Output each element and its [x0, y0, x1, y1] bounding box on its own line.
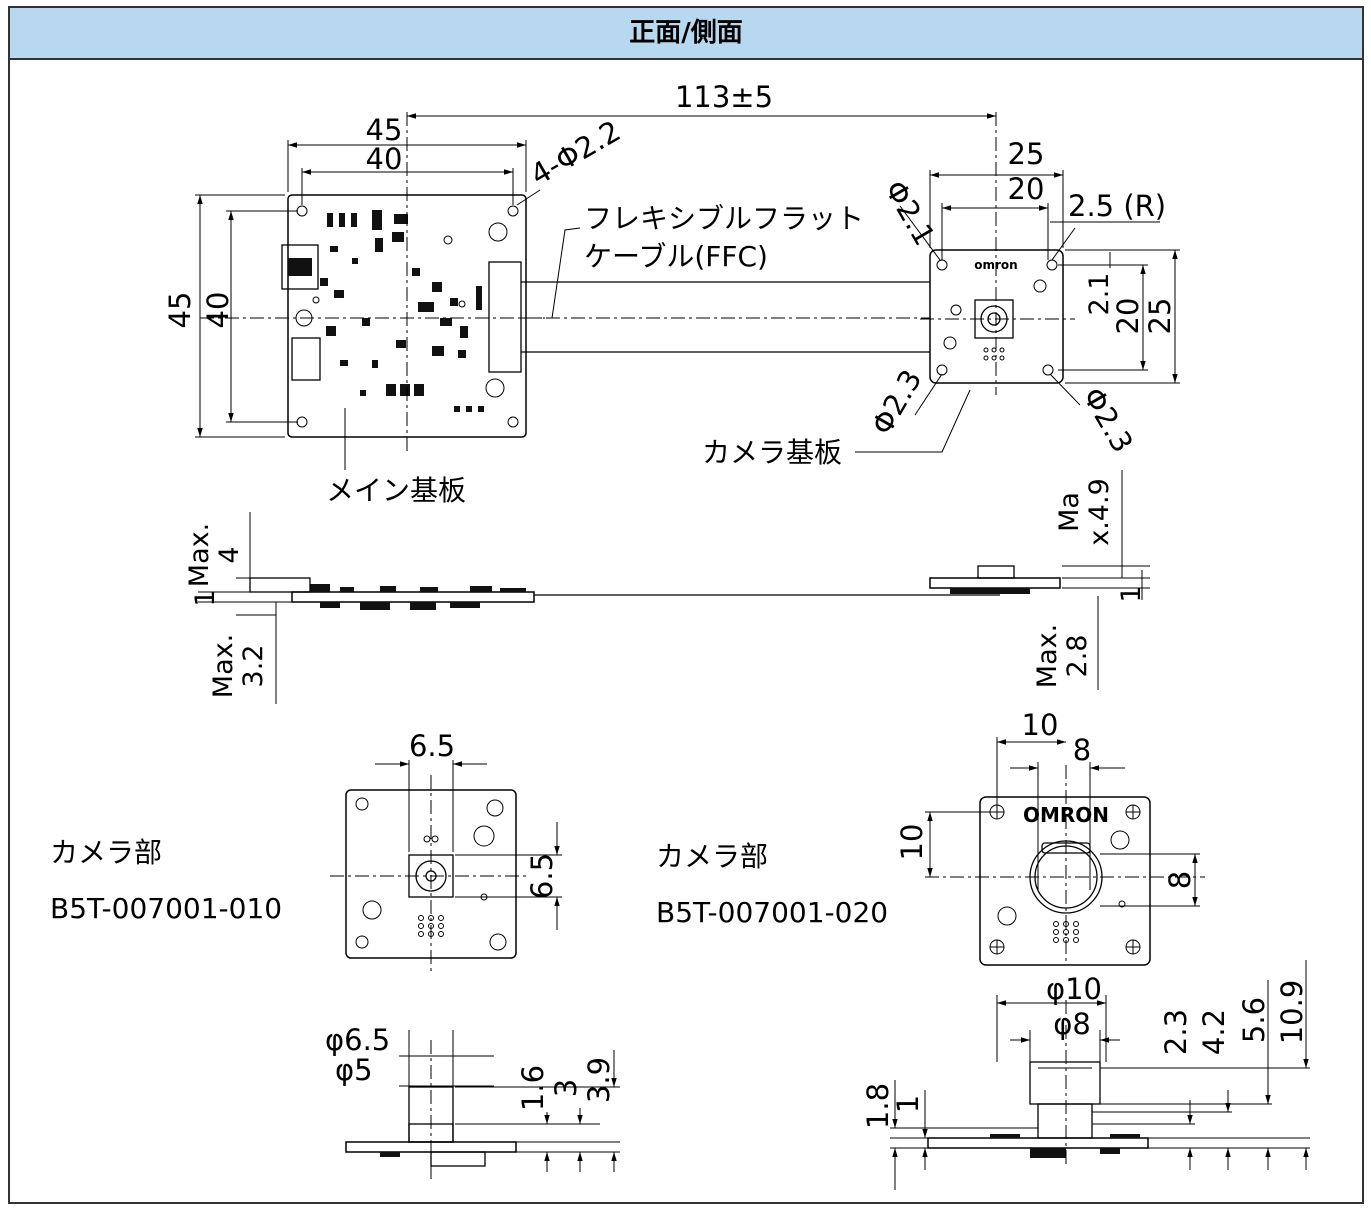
dim-c1-h2: 3	[549, 1079, 583, 1097]
dim-c2-height-outer: 10	[895, 824, 929, 861]
dim-c2-width-outer: 10	[1022, 708, 1059, 742]
dim-cam-offset: 2.1	[1084, 273, 1115, 316]
label-ffc-line2: ケーブル(FFC)	[584, 240, 768, 273]
dim-c1-lens-width: 6.5	[409, 729, 455, 763]
ffc-cable	[521, 281, 930, 353]
dim-main-holes: 4-Φ2.2	[525, 114, 627, 192]
dim-main-width-outer: 45	[366, 113, 403, 147]
dim-cam-height-outer: 25	[1143, 298, 1177, 335]
label-ffc-line1: フレキシブルフラット	[584, 202, 864, 235]
camera2-front-view: OMRON 10 8 10 8	[895, 708, 1205, 966]
dim-c2-side-b: 1	[891, 1095, 925, 1113]
dim-c1-phi-inner: φ5	[335, 1053, 373, 1087]
section-title: 正面/側面	[629, 18, 743, 48]
dim-overall-length: 113±5	[675, 80, 773, 114]
camera1-title: カメラ部	[50, 836, 162, 869]
camera1-model: B5T-007001-010	[50, 892, 282, 925]
section-header: 正面/側面	[10, 8, 1362, 60]
side-view-dimensions: Max.4 1 Max.3.2 Max.4.9 1 Max.2.8	[184, 478, 1147, 698]
dim-c2-width-inner: 8	[1073, 733, 1091, 767]
dim-cam-hole-top: Φ2.1	[878, 175, 942, 252]
label-main-board: メイン基板	[326, 474, 466, 507]
dim-c2-phi-outer: φ10	[1046, 972, 1102, 1006]
dim-side-cam-thick: 1	[1116, 585, 1147, 602]
dim-c1-h1: 1.6	[516, 1065, 550, 1111]
label-camera-board: カメラ基板	[702, 436, 842, 469]
dim-c2-side-a: 1.8	[861, 1083, 895, 1129]
camera1-front-view: 6.5 6.5	[330, 729, 562, 975]
dim-main-height-inner: 40	[201, 292, 235, 329]
dim-cam-radius: 2.5 (R)	[1068, 189, 1166, 223]
main-board-top-view	[200, 112, 545, 455]
dim-side-cam-max-bottom: Max.2.8	[1032, 624, 1093, 688]
camera2-labels: カメラ部 B5T-007001-020	[656, 840, 888, 929]
dim-side-cam-max-top: Max.4.9	[1054, 478, 1115, 546]
dim-cam-width-inner: 20	[1008, 172, 1045, 206]
dim-main-width-inner: 40	[366, 142, 403, 176]
camera2-title: カメラ部	[656, 840, 768, 873]
dim-c2-phi-inner: φ8	[1053, 1007, 1091, 1041]
dim-c2-height-inner: 8	[1163, 871, 1197, 889]
dim-c1-lens-height: 6.5	[525, 853, 559, 899]
dim-cam-width-outer: 25	[1008, 137, 1045, 171]
dim-cam-hole-bottom-right: Φ2.3	[1076, 382, 1140, 459]
dim-c2-h3: 5.6	[1237, 997, 1271, 1043]
camera2-model: B5T-007001-020	[656, 896, 888, 929]
dim-main-height-outer: 45	[163, 292, 197, 329]
dim-cam-hole-bottom-left: Φ2.3	[865, 364, 929, 441]
camera2-side-view: φ10 φ8 2.3 4.2 5.6 10.9 1.8 1	[861, 960, 1310, 1190]
dim-side-main-thick: 1	[190, 589, 221, 606]
dim-cam-height-inner: 20	[1111, 298, 1145, 335]
dim-side-main-max-top: Max.4	[184, 523, 245, 587]
dim-side-main-max-bottom: Max.3.2	[208, 634, 269, 698]
side-view	[198, 470, 1150, 704]
dim-c2-h4: 10.9	[1275, 980, 1309, 1045]
camera1-side-view: φ6.5 φ5 1.6 3 3.9	[325, 1023, 620, 1180]
camera-board-top-view: omron	[920, 112, 1075, 395]
drawing-frame: 正面/側面	[8, 6, 1364, 1204]
dim-c2-h2: 4.2	[1197, 1009, 1231, 1055]
camera1-labels: カメラ部 B5T-007001-010	[50, 836, 282, 925]
dim-c1-h3: 3.9	[582, 1057, 616, 1103]
dim-c1-phi-outer: φ6.5	[325, 1023, 390, 1057]
dim-c2-h1: 2.3	[1159, 1009, 1193, 1055]
